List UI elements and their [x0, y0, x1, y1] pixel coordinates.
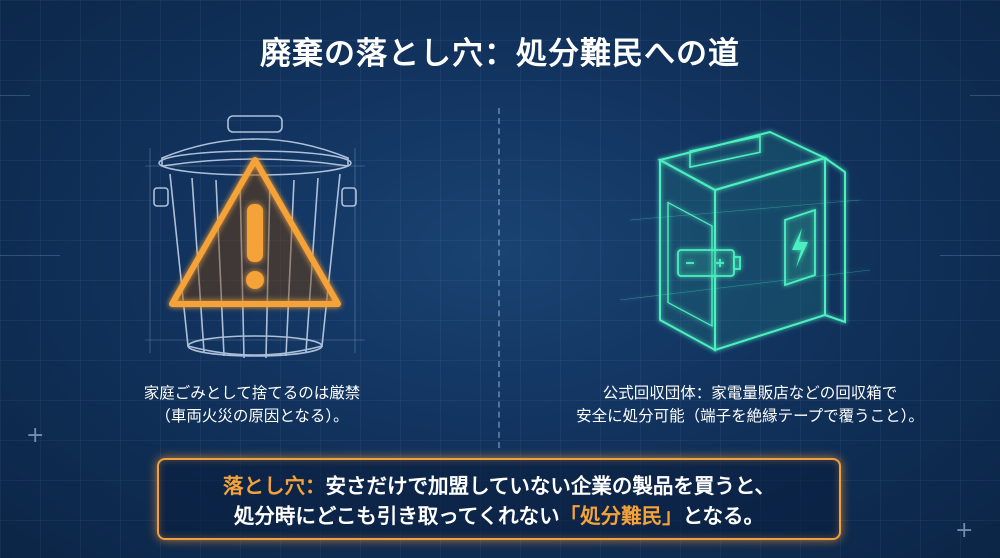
callout-line1-text: 安さだけで加盟していない企業の製品を買うと、: [325, 474, 776, 498]
callout-line2-end: となる。: [682, 504, 765, 528]
charging-icon: [784, 208, 816, 287]
crosshair-icon: +: [955, 518, 974, 543]
warning-triangle-icon: [169, 157, 341, 307]
left-caption-line2: （車両火災の原因となる）。: [155, 407, 349, 425]
battery-icon: [677, 249, 741, 277]
right-caption-line2: 安全に処分可能（端子を絶縁テープで覆うこと）。: [576, 407, 924, 425]
guide-line-top-left: [0, 95, 30, 96]
crosshair-icon: +: [26, 423, 45, 448]
left-caption: 家庭ごみとして捨てるのは厳禁 （車両火災の原因となる）。: [102, 382, 402, 428]
guide-line-mid-right: [940, 255, 1000, 256]
callout-line2-text: 処分時にどこも引き取ってくれない: [233, 504, 560, 528]
guide-line-mid-left: [0, 255, 60, 256]
callout-label: 落とし穴：: [222, 474, 326, 498]
section-divider: [498, 108, 500, 448]
page-title: 廃棄の落とし穴：処分難民への道: [260, 36, 740, 72]
right-caption-line1: 公式回収団体：家電量販店などの回収箱で: [602, 384, 898, 402]
pitfall-callout: 落とし穴：安さだけで加盟していない企業の製品を買うと、 処分時にどこも引き取って…: [157, 458, 841, 540]
callout-line1: 落とし穴：安さだけで加盟していない企業の製品を買うと、: [159, 471, 839, 501]
callout-line2: 処分時にどこも引き取ってくれない「処分難民」となる。: [159, 501, 839, 531]
left-caption-line1: 家庭ごみとして捨てるのは厳禁: [143, 384, 361, 402]
left-illustration: [145, 115, 365, 359]
right-caption: 公式回収団体：家電量販店などの回収箱で 安全に処分可能（端子を絶縁テープで覆うこ…: [520, 382, 980, 428]
guide-line-top-right: [970, 95, 1000, 96]
right-illustration: [620, 130, 870, 352]
collection-box-icon: [620, 130, 870, 352]
callout-highlight: 「処分難民」: [559, 504, 683, 528]
